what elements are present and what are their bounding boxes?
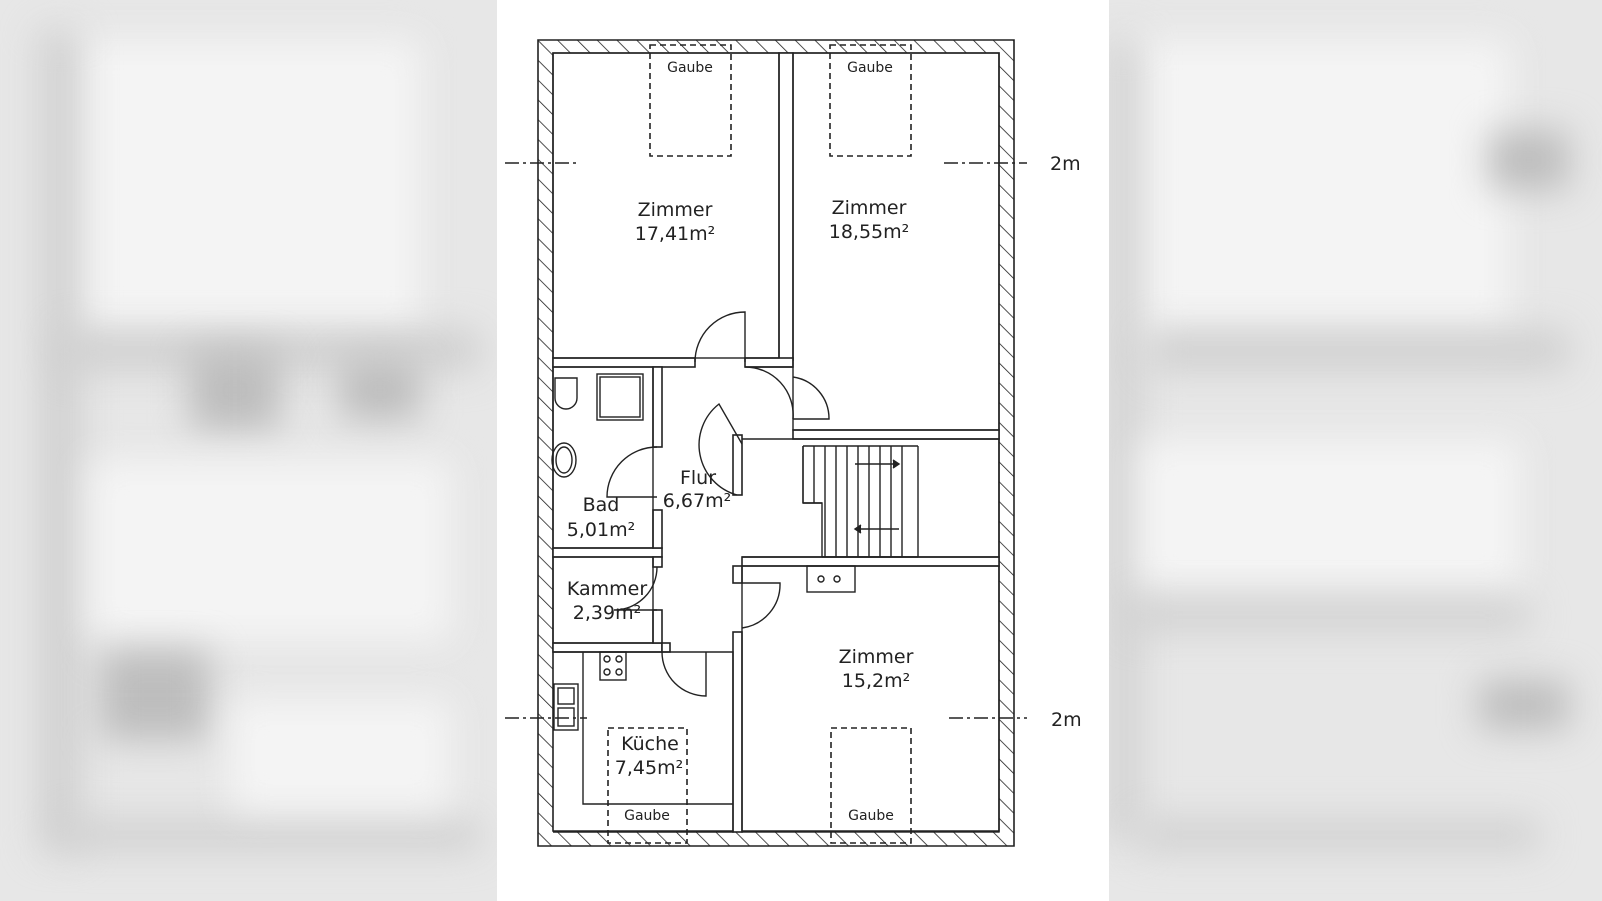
room-name-bad: Bad	[583, 494, 620, 516]
room-name-kammer: Kammer	[567, 578, 647, 600]
exterior-wall	[537, 39, 1015, 847]
room-area-zimmer-top-right: 18,55m²	[829, 221, 910, 243]
dormer-label-top-right: Gaube	[847, 60, 893, 76]
room-area-bad: 5,01m²	[567, 519, 635, 541]
room-outlines	[552, 52, 1000, 833]
height-label-lower: 2m	[1051, 709, 1082, 731]
room-area-flur: 6,67m²	[663, 490, 731, 512]
dormer-label-top-left: Gaube	[667, 60, 713, 76]
room-name-flur: Flur	[680, 467, 716, 489]
dormer-outlines	[607, 44, 912, 844]
staircase	[802, 445, 919, 558]
height-labels: 2m 2m	[1050, 153, 1082, 731]
height-lines	[505, 162, 1027, 719]
dormer-label-bottom-right: Gaube	[848, 808, 894, 824]
height-label-upper: 2m	[1050, 153, 1081, 175]
kitchen-equipment	[553, 565, 856, 731]
room-name-zimmer-top-right: Zimmer	[832, 197, 907, 219]
floor-plan-drawing: Zimmer 17,41m² Zimmer 18,55m² Flur 6,67m…	[505, 39, 1082, 847]
room-labels: Zimmer 17,41m² Zimmer 18,55m² Flur 6,67m…	[567, 60, 914, 824]
room-area-zimmer-top-left: 17,41m²	[635, 223, 716, 245]
dormer-label-bottom-left: Gaube	[624, 808, 670, 824]
room-area-kueche: 7,45m²	[615, 757, 683, 779]
room-name-zimmer-top-left: Zimmer	[638, 199, 713, 221]
room-area-kammer: 2,39m²	[573, 602, 641, 624]
interior-walls	[552, 52, 1000, 833]
room-area-zimmer-bottom-right: 15,2m²	[842, 670, 910, 692]
sanitary-fixtures	[551, 373, 644, 478]
room-name-zimmer-bottom-right: Zimmer	[839, 646, 914, 668]
blurred-backdrop-right	[1109, 0, 1602, 901]
blurred-backdrop-left	[0, 0, 497, 901]
floor-plan-sheet: Zimmer 17,41m² Zimmer 18,55m² Flur 6,67m…	[497, 0, 1109, 901]
room-name-kueche: Küche	[621, 733, 679, 755]
door-swings	[606, 311, 830, 697]
